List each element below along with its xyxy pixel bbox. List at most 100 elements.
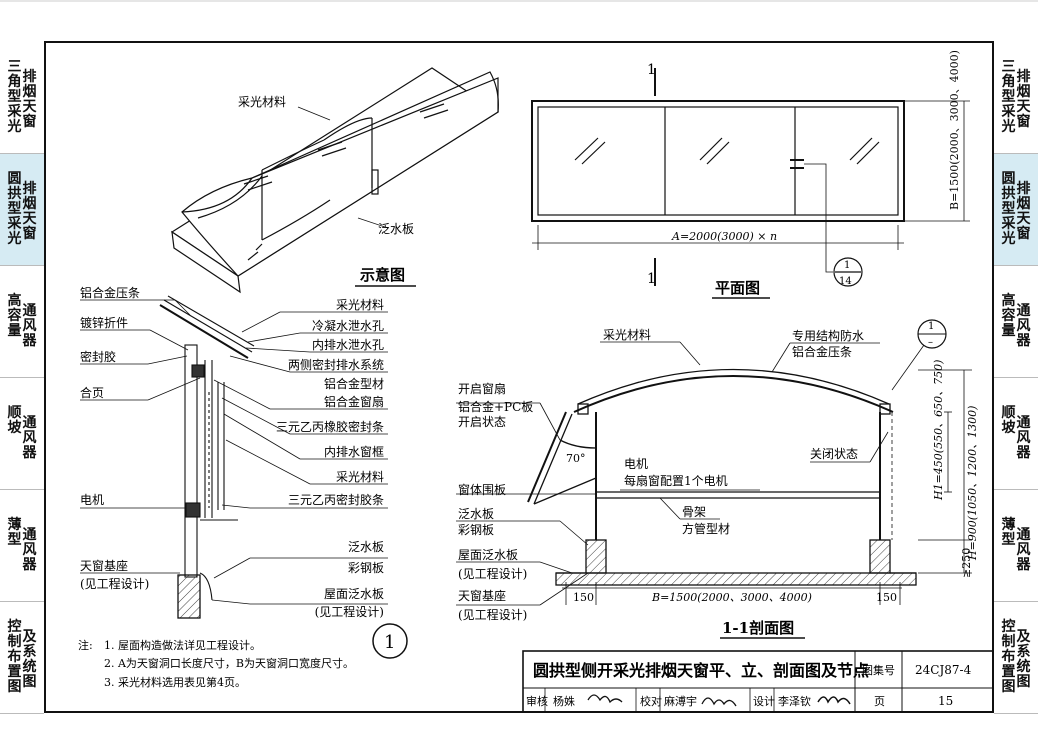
- right-sidebar-tab-5[interactable]: 及系统图控制布置图: [994, 602, 1038, 714]
- schematic-label-material: 采光材料: [238, 95, 286, 109]
- right-sidebar-tab-2-col-a: 高容量: [1002, 294, 1016, 349]
- tab-char: 天: [1016, 99, 1031, 115]
- tab-char: 及: [22, 629, 37, 645]
- tab-char: 天: [22, 211, 37, 227]
- tab-char: 天: [22, 99, 37, 115]
- tab-char: 拱: [1001, 186, 1016, 202]
- tab-char: 置: [7, 664, 22, 680]
- node-label-right-4: 铝合金型材: [324, 376, 384, 391]
- title-review-label: 审核: [526, 694, 548, 708]
- tab-char: 顺: [1001, 405, 1016, 421]
- tab-char: 器: [1016, 445, 1031, 461]
- tab-char: 排: [22, 181, 37, 197]
- schematic-title: 示意图: [360, 266, 405, 284]
- section-roof-flashing-1: 屋面泛水板: [458, 548, 518, 562]
- section-title: 1-1剖面图: [722, 619, 794, 637]
- title-checker: 麻溥宇: [664, 694, 697, 708]
- left-sidebar-tab-0[interactable]: 排烟天窗三角型采光: [0, 42, 44, 154]
- left-sidebar-tab-1-col-b: 排烟天窗: [23, 182, 37, 247]
- tab-char: 系: [1016, 644, 1031, 660]
- title-design-label: 设计: [753, 695, 775, 708]
- right-sidebar-tab-3[interactable]: 通风器顺坡: [994, 378, 1038, 490]
- section-base-2: (见工程设计): [458, 607, 527, 622]
- right-sidebar-tab-2[interactable]: 通风器高容量: [994, 266, 1038, 378]
- node-label-left-1: 镀锌折件: [80, 315, 128, 330]
- right-sidebar-tab-4[interactable]: 通风器薄型: [994, 490, 1038, 602]
- tab-char: 统: [1016, 659, 1031, 675]
- left-sidebar-tab-4[interactable]: 通风器薄型: [0, 490, 44, 602]
- tab-char: 控: [7, 619, 22, 635]
- left-sidebar-tab-3[interactable]: 通风器顺坡: [0, 378, 44, 490]
- left-sidebar-tab-0-col-b: 排烟天窗: [23, 70, 37, 135]
- node-label-right-1: 冷凝水泄水孔: [312, 318, 384, 333]
- node-label-right-10: 泛水板: [348, 540, 384, 554]
- section-label-struct: 专用结构防水: [792, 328, 864, 343]
- tab-char: 图: [1016, 674, 1031, 690]
- plan-ref-bottom: 14: [839, 276, 852, 287]
- section-roof-flashing-2: (见工程设计): [458, 566, 527, 581]
- right-sidebar-tab-1-col-b: 排烟天窗: [1017, 182, 1031, 247]
- left-sidebar-tab-1[interactable]: 排烟天窗圆拱型采光: [0, 154, 44, 266]
- right-sidebar-tab-4-col-a: 薄型: [1002, 518, 1016, 573]
- tab-char: 通: [1016, 527, 1031, 543]
- left-sidebar-tab-3-col-b: 通风器: [23, 416, 37, 461]
- right-sidebar-tab-3-col-a: 顺坡: [1002, 406, 1016, 461]
- tab-char: 制: [7, 634, 22, 650]
- title-atlas-label: 图集号: [862, 663, 895, 677]
- section-skeleton-2: 方管型材: [682, 521, 730, 536]
- tab-char: 型: [1001, 201, 1016, 217]
- left-sidebar-tab-4-col-a: 薄型: [8, 518, 22, 573]
- tab-char: 光: [1001, 231, 1016, 247]
- left-sidebar-tab-2-col-a: 高容量: [8, 294, 22, 349]
- tab-char: 风: [1016, 542, 1031, 558]
- tab-char: 顺: [7, 405, 22, 421]
- plan-dim-height: B=1500(2000、3000、4000): [948, 50, 961, 210]
- right-sidebar-tab-2-col-b: 通风器: [1017, 304, 1031, 349]
- tab-char: 风: [22, 430, 37, 446]
- tab-char: 风: [22, 318, 37, 334]
- note-2: 2. A为天窗洞口长度尺寸，B为天窗洞口宽度尺寸。: [104, 656, 354, 670]
- node-label-right-9: 三元乙丙密封胶条: [288, 492, 384, 507]
- node-label-right-2: 内排水泄水孔: [312, 338, 384, 352]
- tab-char: 器: [1016, 333, 1031, 349]
- tab-char: 量: [1001, 323, 1016, 339]
- node-label-left-0: 铝合金压条: [80, 285, 140, 300]
- section-view: [527, 344, 925, 586]
- schematic-label-flashing: 泛水板: [378, 222, 414, 236]
- section-open-sash-1: 开启窗扇: [458, 381, 506, 396]
- right-sidebar-tab-3-col-b: 通风器: [1017, 416, 1031, 461]
- node-labels-right: 采光材料冷凝水泄水孔内排水泄水孔两侧密封排水系统铝合金型材铝合金窗扇三元乙丙橡胶…: [276, 298, 384, 619]
- section-closed: 关闭状态: [810, 447, 858, 461]
- plan-section-mark-top: 1: [647, 62, 656, 78]
- left-sidebar-tab-5-col-b: 及系统图: [23, 630, 37, 695]
- tab-char: 通: [22, 527, 37, 543]
- section-open-sash-2: 铝合金+PC板: [458, 399, 533, 414]
- node-label-left-2: 密封胶: [80, 349, 116, 364]
- right-sidebar-tab-1[interactable]: 排烟天窗圆拱型采光: [994, 154, 1038, 266]
- section-angle: 70°: [566, 452, 586, 465]
- tab-char: 采: [7, 104, 22, 120]
- section-dimensions: [562, 369, 972, 605]
- left-sidebar-tab-2[interactable]: 通风器高容量: [0, 266, 44, 378]
- section-motor-1: 电机: [624, 457, 648, 471]
- left-sidebar-tab-5[interactable]: 及系统图控制布置图: [0, 602, 44, 714]
- tab-char: 角: [7, 74, 22, 90]
- tab-char: 采: [1001, 216, 1016, 232]
- node-label-right-0: 采光材料: [336, 298, 384, 312]
- tab-char: 器: [22, 333, 37, 349]
- section-dim-h1: H1=450(550、650、750): [932, 360, 945, 501]
- right-sidebar-tab-0[interactable]: 排烟天窗三角型采光: [994, 42, 1038, 154]
- section-dim-left: 150: [573, 591, 594, 604]
- tab-char: 排: [1016, 69, 1031, 85]
- tab-char: 圆: [7, 171, 22, 187]
- schematic-view: [170, 67, 500, 294]
- title-check-label: 校对: [640, 694, 662, 708]
- section-dim-mid: B=1500(2000、3000、4000): [651, 591, 812, 604]
- tab-char: 通: [1016, 415, 1031, 431]
- section-dim-h-total: H=900(1050、1200、1300): [966, 406, 979, 561]
- tab-char: 统: [22, 659, 37, 675]
- tab-char: 及: [1016, 629, 1031, 645]
- tab-char: 烟: [1016, 84, 1031, 100]
- section-skeleton-1: 骨架: [682, 505, 706, 519]
